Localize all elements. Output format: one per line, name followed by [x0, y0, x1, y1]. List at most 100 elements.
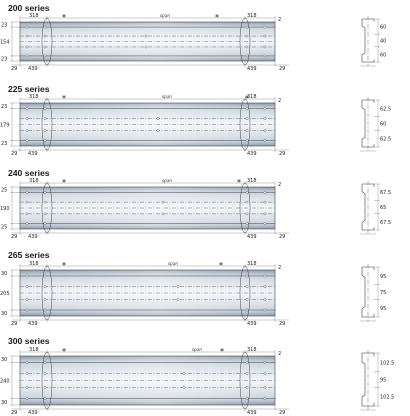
height-label-mid: 154	[0, 40, 10, 46]
hole-icon	[25, 372, 29, 375]
hole-icon	[43, 222, 47, 225]
section-label-bottom: 60	[380, 52, 386, 58]
height-label-bottom: 23	[1, 141, 7, 147]
series-title: 265 series	[8, 250, 50, 260]
bottom-pitch-right-label: 439	[247, 234, 257, 240]
right-edge-label: 2	[278, 265, 281, 271]
bottom-right-edge-label: 29	[279, 151, 285, 157]
section-label-bottom: 95	[380, 306, 386, 312]
height-label-mid: 190	[0, 206, 10, 212]
hole-icon	[156, 129, 160, 132]
height-label-top: 25	[1, 188, 7, 194]
hole-icon	[156, 117, 160, 120]
hole-icon	[144, 45, 148, 49]
span-label: span	[162, 178, 172, 183]
hole-icon	[25, 298, 29, 301]
section-label-top: 102.5	[380, 360, 394, 366]
asterisk-icon: *	[245, 94, 249, 103]
hole-icon	[25, 285, 29, 288]
hole-icon	[43, 107, 47, 110]
hole-icon	[25, 45, 29, 49]
section-label-mid: 60	[380, 122, 386, 128]
hole-icon	[43, 386, 47, 389]
bottom-pitch-left-label: 439	[28, 151, 38, 157]
hole-icon	[25, 397, 29, 400]
bottom-right-edge-label: 29	[279, 234, 285, 240]
right-offset-label: 318	[247, 261, 257, 267]
asterisk-icon: *	[220, 347, 224, 356]
hole-icon	[43, 285, 47, 288]
bottom-pitch-right-label: 439	[247, 410, 257, 416]
hole-icon	[43, 212, 47, 216]
hole-icon	[263, 25, 267, 29]
hole-icon	[245, 25, 249, 29]
hole-icon	[25, 54, 29, 58]
hole-icon	[263, 397, 267, 400]
hole-icon	[245, 308, 249, 312]
left-offset-label: 318	[29, 178, 39, 184]
hole-icon	[245, 386, 249, 389]
bottom-left-edge-label: 29	[11, 234, 17, 240]
hole-icon	[263, 222, 267, 225]
beam-cross-section	[361, 18, 375, 63]
hole-icon	[25, 386, 29, 389]
section-label-mid: 95	[380, 378, 386, 384]
hole-icon	[263, 274, 267, 278]
hole-icon	[25, 200, 29, 204]
section-label-mid: 75	[380, 290, 386, 296]
hole-icon	[245, 222, 249, 225]
bottom-left-edge-label: 29	[11, 321, 17, 327]
hole-icon	[182, 372, 186, 375]
right-offset-label: 318	[247, 13, 257, 19]
beam-cross-section	[361, 183, 375, 231]
hole-icon	[245, 285, 249, 288]
section-label-top: 60	[380, 25, 386, 31]
height-label-bottom: 30	[1, 311, 7, 317]
hole-icon	[43, 200, 47, 204]
bottom-right-edge-label: 29	[279, 66, 285, 72]
hole-icon	[25, 117, 29, 120]
left-offset-label: 318	[29, 13, 39, 19]
right-offset-label: 318	[247, 94, 257, 100]
bottom-left-edge-label: 29	[11, 66, 17, 72]
bottom-right-edge-label: 29	[279, 321, 285, 327]
hole-icon	[245, 372, 249, 375]
asterisk-icon: *	[215, 13, 219, 22]
hole-icon	[43, 45, 47, 49]
series-title: 225 series	[8, 84, 50, 94]
bottom-pitch-left-label: 439	[28, 410, 38, 416]
height-label-top: 23	[1, 104, 7, 110]
span-label: span	[160, 13, 170, 18]
hole-icon	[245, 397, 249, 400]
hole-icon	[263, 45, 267, 49]
left-offset-label: 318	[29, 94, 39, 100]
bottom-left-edge-label: 29	[11, 410, 17, 416]
left-offset-label: 318	[29, 261, 39, 267]
hole-icon	[43, 298, 47, 301]
hole-icon	[263, 191, 267, 194]
hole-icon	[182, 386, 186, 389]
right-edge-label: 2	[278, 17, 281, 23]
hole-icon	[263, 361, 267, 364]
hole-icon	[245, 191, 249, 194]
hole-icon	[245, 107, 249, 110]
right-offset-label: 318	[247, 178, 257, 184]
series-title: 240 series	[8, 168, 50, 178]
span-label: span	[162, 94, 172, 99]
section-label-top: 95	[380, 274, 386, 280]
hole-icon	[245, 45, 249, 49]
hole-icon	[245, 212, 249, 216]
height-label-top: 30	[1, 271, 7, 277]
bottom-pitch-right-label: 439	[247, 321, 257, 327]
hole-icon	[161, 200, 165, 204]
hole-icon	[263, 200, 267, 204]
hole-icon	[245, 129, 249, 132]
beam-cross-section	[361, 352, 375, 407]
hole-icon	[43, 397, 47, 400]
hole-icon	[43, 25, 47, 29]
height-label-bottom: 23	[1, 56, 7, 62]
hole-icon	[263, 129, 267, 132]
